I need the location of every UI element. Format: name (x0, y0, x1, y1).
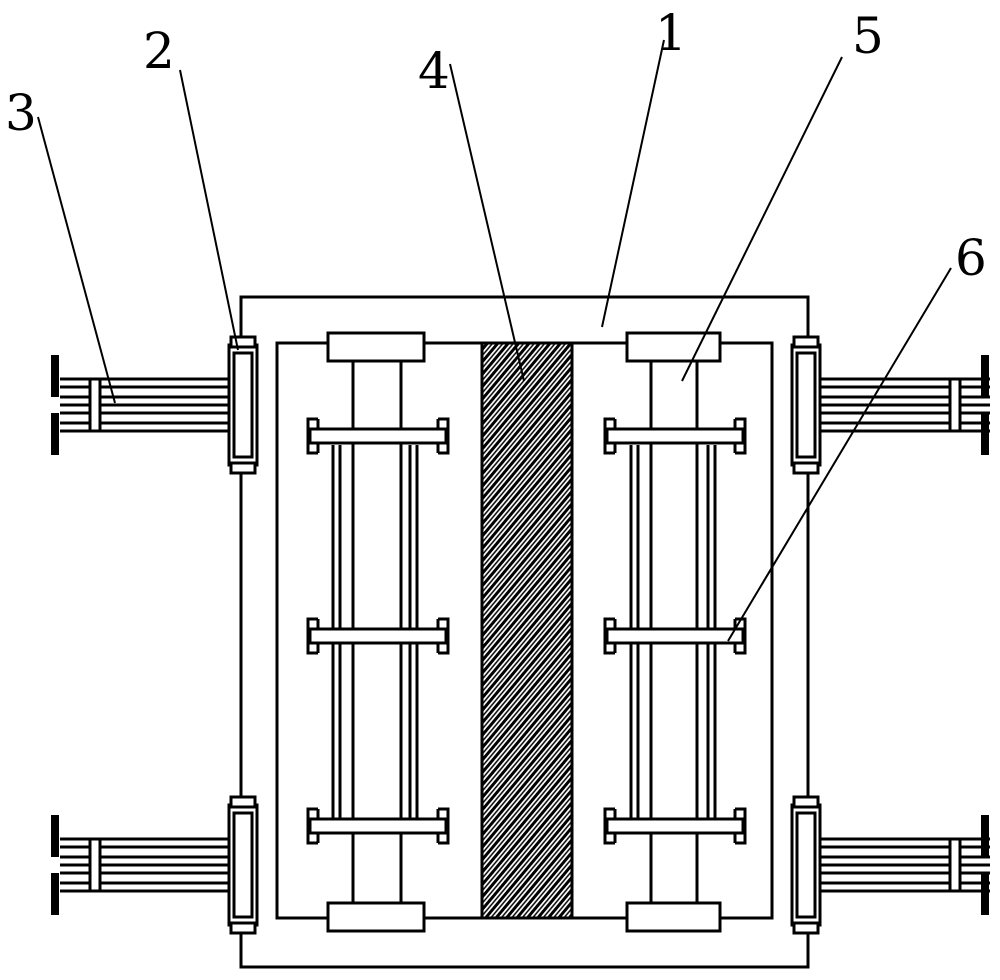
bracket-hook-right (735, 807, 747, 845)
mount-bolt-bottom (229, 921, 257, 935)
mount-block-inner (232, 811, 254, 919)
leader-2 (179, 69, 239, 351)
leader-5 (681, 56, 843, 382)
clamp-brackets (306, 417, 747, 845)
side-actuators (51, 335, 990, 935)
bracket-bar (308, 627, 448, 645)
bracket-bar (308, 427, 448, 445)
bracket-bar (605, 627, 745, 645)
bracket-hook-right (438, 417, 450, 455)
clamp-bracket (603, 617, 747, 655)
bracket-hook-left (603, 417, 615, 455)
leader-1 (601, 39, 665, 328)
mount-bolt-bottom (229, 461, 257, 475)
mount-block-inner (795, 811, 817, 919)
leader-6 (727, 267, 952, 642)
callout-4: 4 (418, 42, 450, 100)
mount-bolt-top (792, 795, 820, 809)
bracket-hook-left (306, 617, 318, 655)
outer-housing (239, 295, 810, 969)
clamp-bracket (306, 807, 450, 845)
mount-bolt-top (229, 335, 257, 349)
bracket-hook-left (306, 807, 318, 845)
right-actuator (790, 335, 990, 475)
clamp-bracket (603, 807, 747, 845)
leader-3 (37, 116, 116, 404)
bracket-hook-right (438, 807, 450, 845)
left-bottom-cap (326, 901, 426, 933)
right-bottom-cap (625, 901, 722, 933)
right-top-cap (625, 331, 722, 363)
callout-2: 2 (143, 22, 175, 80)
left-top-cap (326, 331, 426, 363)
rod-collar (88, 837, 102, 893)
clamp-bracket (306, 617, 450, 655)
mount-bolt-bottom (792, 461, 820, 475)
bracket-hook-left (603, 807, 615, 845)
right-actuator (790, 795, 990, 935)
callout-6: 6 (955, 229, 987, 287)
left-actuator (51, 795, 259, 935)
mount-bolt-bottom (792, 921, 820, 935)
clamp-bracket (306, 417, 450, 455)
central-hatched-plate (480, 341, 574, 920)
clamp-bracket (603, 417, 747, 455)
bracket-bar (605, 427, 745, 445)
callout-5: 5 (852, 7, 884, 65)
leader-4 (449, 63, 525, 382)
bracket-hook-left (306, 417, 318, 455)
rod-collar (948, 837, 962, 893)
rod-collar (88, 377, 102, 433)
mount-bolt-top (229, 795, 257, 809)
callout-1: 1 (655, 4, 687, 62)
rod-collar (948, 377, 962, 433)
bracket-bar (308, 817, 448, 835)
leader-lines (37, 39, 952, 642)
bracket-hook-right (735, 417, 747, 455)
bracket-hook-right (438, 617, 450, 655)
mount-block-inner (232, 351, 254, 459)
mount-bolt-top (792, 335, 820, 349)
callout-3: 3 (5, 84, 37, 142)
mount-block-inner (795, 351, 817, 459)
bracket-bar (605, 817, 745, 835)
left-actuator (51, 335, 259, 475)
bracket-hook-left (603, 617, 615, 655)
